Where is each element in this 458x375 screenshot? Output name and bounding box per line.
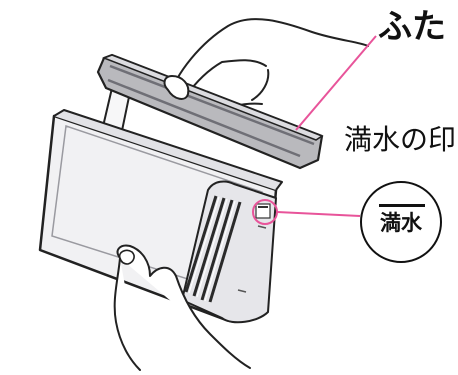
full-water-mark-label: 満水の印 [344, 123, 457, 156]
mark-leader-line [276, 211, 361, 217]
full-water-mark-line [379, 204, 425, 207]
compartment-ribs [184, 195, 242, 303]
water-level-scale [237, 225, 267, 293]
thumbnail-lower [118, 249, 135, 265]
lid-top-face [101, 54, 324, 141]
lid-groove [107, 64, 315, 158]
lower-hand-illustration [113, 244, 251, 371]
thumb-on-lid [163, 74, 190, 100]
lid-label: ふた [378, 7, 446, 47]
lid-leader-line [295, 35, 377, 131]
compartment-rib-highlights [188, 196, 236, 302]
water-tank-side [53, 109, 283, 191]
full-water-mark-icon: 満水 [360, 181, 442, 263]
full-water-mark-badge-text: 満水 [380, 211, 422, 235]
